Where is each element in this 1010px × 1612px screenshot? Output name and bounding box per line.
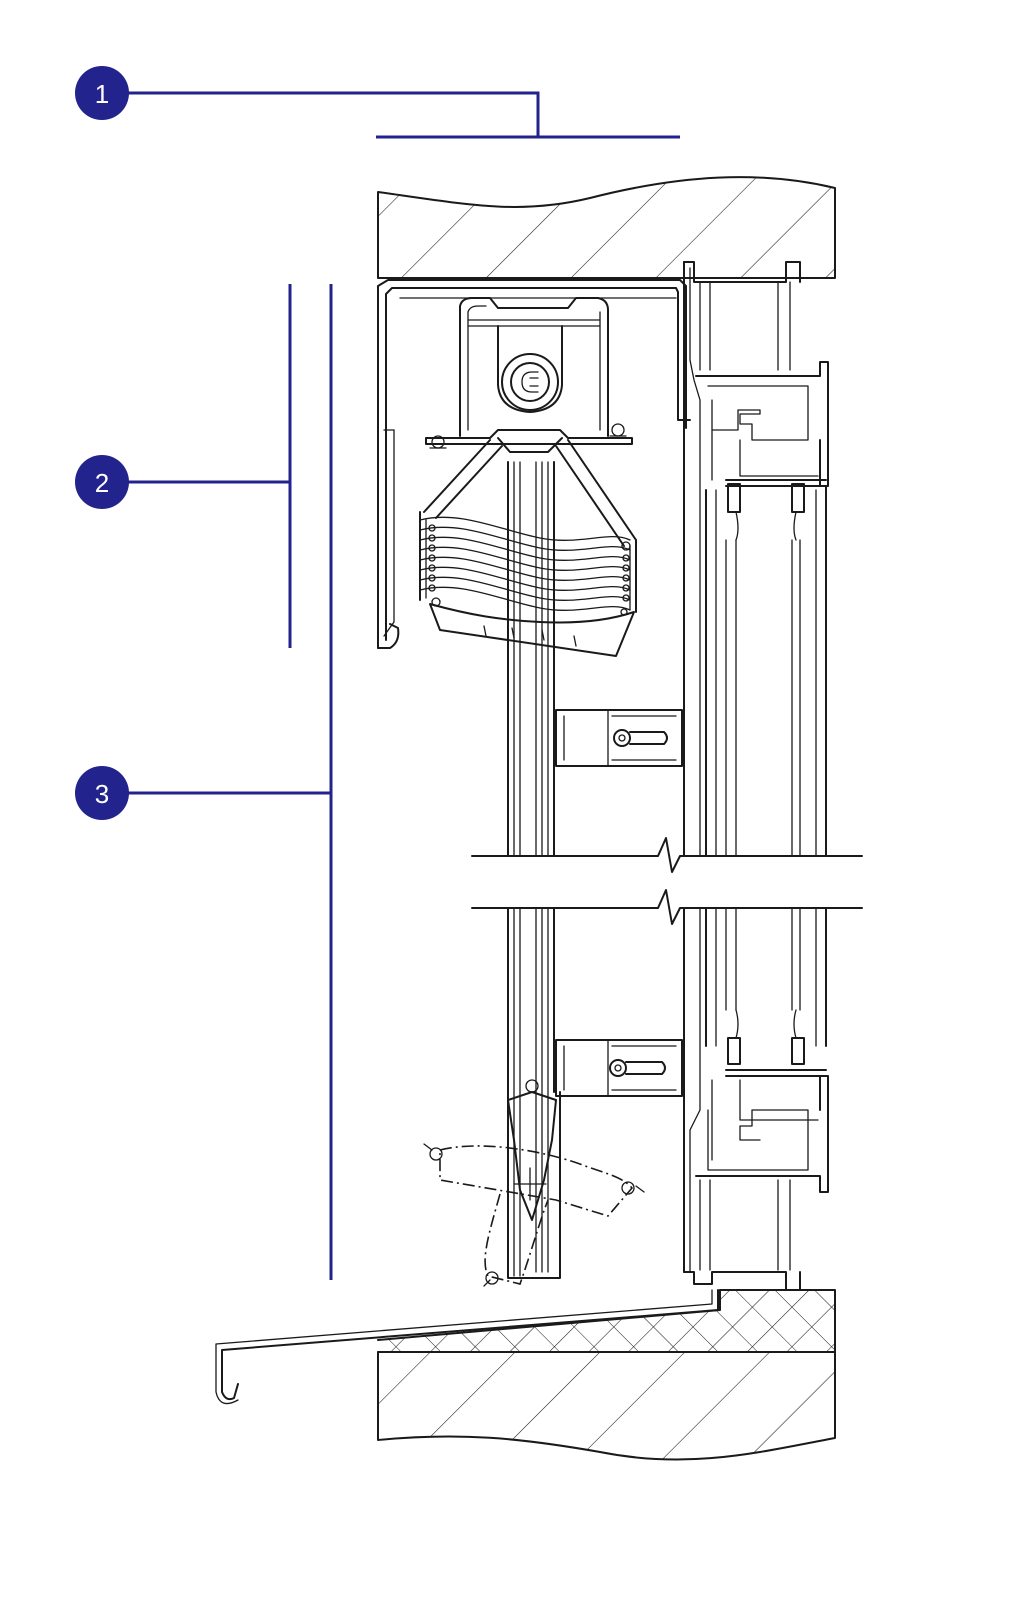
rail-clip-upper	[555, 709, 683, 767]
external-sill	[215, 1289, 719, 1405]
callout-2-badge	[75, 455, 129, 509]
window-frame-upper	[683, 261, 829, 857]
rail-clip-lower	[555, 1039, 683, 1097]
tilt-motion-indicator	[423, 1079, 645, 1287]
guide-rail	[507, 639, 561, 1279]
callout-1-label: 1	[95, 79, 109, 109]
roller-box	[377, 279, 691, 657]
break-lines	[471, 837, 863, 925]
callout-1: 1	[75, 66, 680, 139]
callout-2-label: 2	[95, 468, 109, 498]
sill-wall	[377, 1289, 836, 1461]
callout-1-badge	[75, 66, 129, 120]
callout-3: 3	[75, 284, 333, 1280]
callout-3-badge	[75, 766, 129, 820]
window-frame-lower	[683, 907, 829, 1291]
callout-2: 2	[75, 284, 292, 648]
callout-3-label: 3	[95, 779, 109, 809]
lintel-wall	[377, 176, 836, 279]
